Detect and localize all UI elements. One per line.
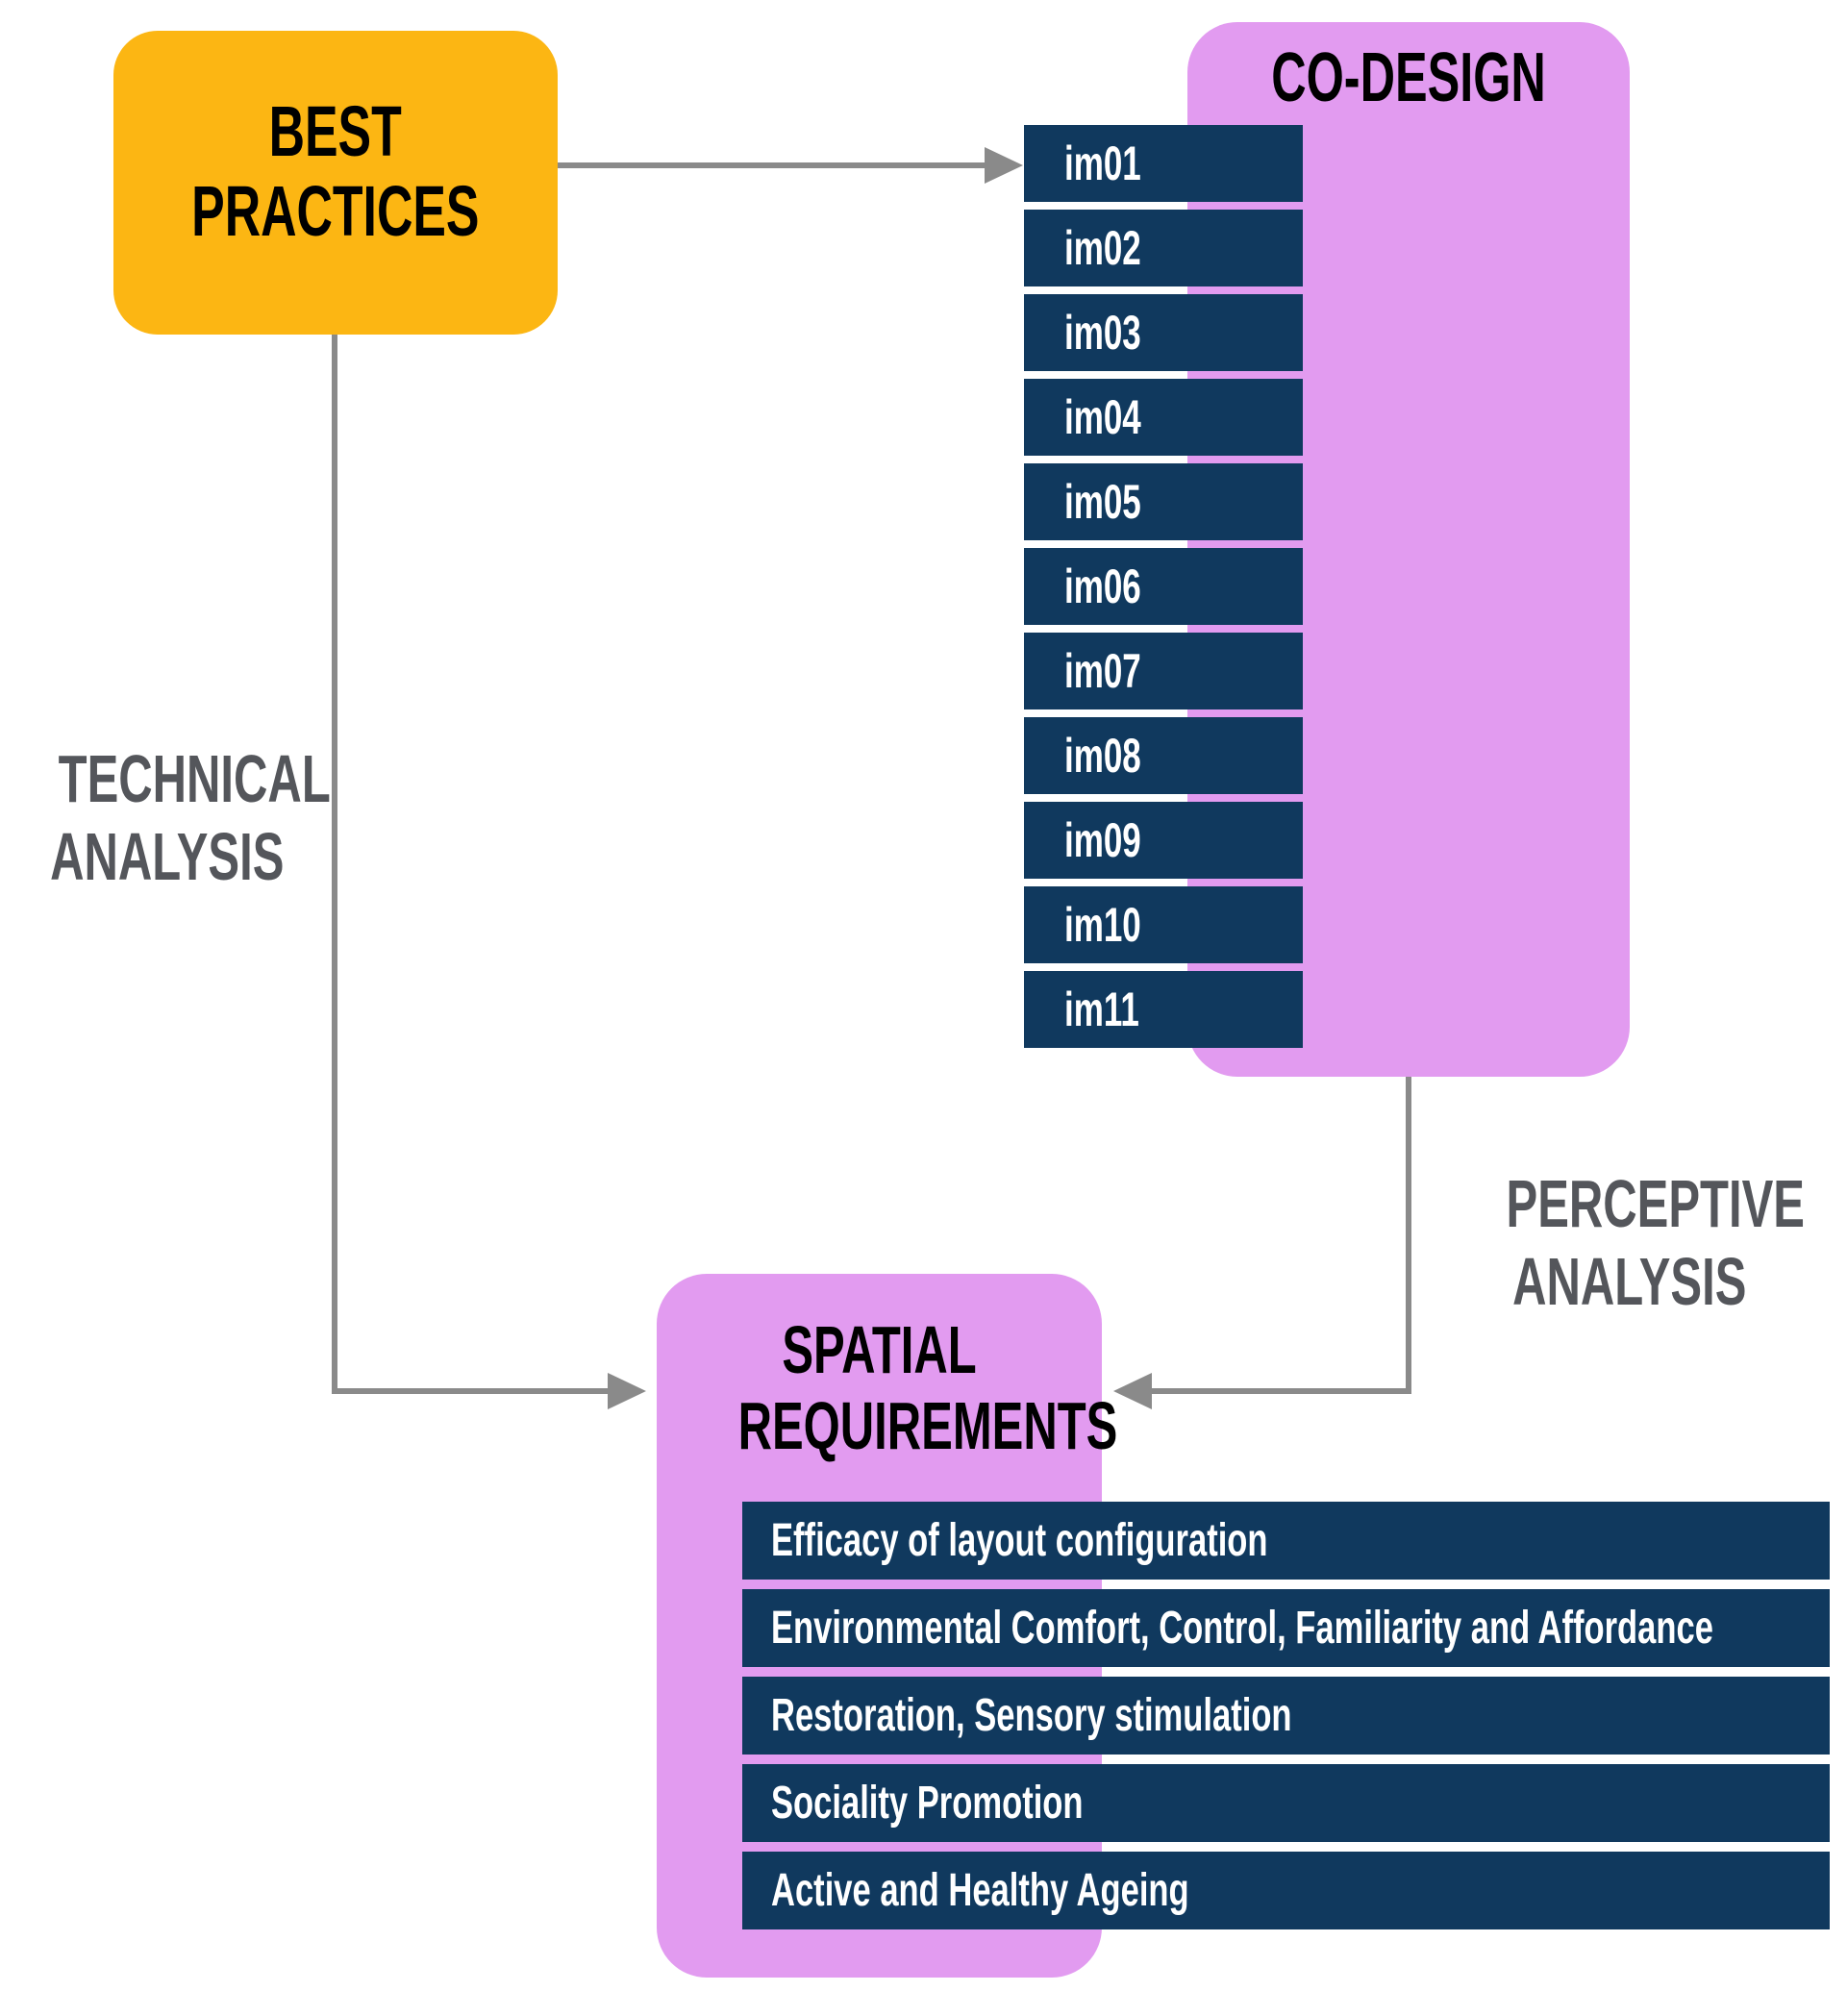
arrow-best-to-codesign-line xyxy=(558,162,986,168)
requirement-label: Environmental Comfort, Control, Familiar… xyxy=(771,1603,1713,1654)
edge-label-perceptive-analysis: PERCEPTIVE ANALYSIS xyxy=(1442,1165,1817,1320)
list-item: Active and Healthy Ageing xyxy=(742,1852,1830,1929)
spatial-title-line2: REQUIREMENTS xyxy=(737,1388,1118,1464)
image-label: im01 xyxy=(1064,137,1141,190)
arrow-right-icon xyxy=(608,1373,646,1409)
arrow-right-icon xyxy=(985,147,1023,184)
edge-label-technical-analysis: TECHNICAL ANALYSIS xyxy=(0,740,331,895)
list-item: im10 xyxy=(1024,886,1303,963)
requirement-label: Sociality Promotion xyxy=(771,1778,1084,1829)
list-item: Sociality Promotion xyxy=(742,1764,1830,1842)
perceptive-label-line1: PERCEPTIVE xyxy=(1506,1166,1805,1241)
image-label: im08 xyxy=(1064,729,1141,783)
requirement-label: Restoration, Sensory stimulation xyxy=(771,1690,1292,1741)
requirement-label: Efficacy of layout configuration xyxy=(771,1515,1268,1566)
arrow-codesign-to-spatial-hline xyxy=(1152,1388,1411,1394)
image-label: im05 xyxy=(1064,475,1141,529)
list-item: im05 xyxy=(1024,463,1303,540)
list-item: im03 xyxy=(1024,294,1303,371)
list-item: Efficacy of layout configuration xyxy=(742,1502,1830,1580)
list-item: im07 xyxy=(1024,633,1303,709)
technical-label-line2: ANALYSIS xyxy=(50,818,285,894)
image-label: im10 xyxy=(1064,898,1141,952)
arrow-codesign-to-spatial-vline xyxy=(1406,1077,1411,1394)
list-item: im11 xyxy=(1024,971,1303,1048)
best-practices-title-line2: PRACTICES xyxy=(191,171,480,251)
spatial-title-line1: SPATIAL xyxy=(782,1312,977,1387)
list-item: im06 xyxy=(1024,548,1303,625)
image-label: im03 xyxy=(1064,306,1141,360)
image-label: im11 xyxy=(1064,983,1139,1036)
list-item: im01 xyxy=(1024,125,1303,202)
image-label: im02 xyxy=(1064,221,1141,275)
list-item: im02 xyxy=(1024,210,1303,286)
arrow-best-to-spatial-vline xyxy=(332,335,337,1394)
requirement-label: Active and Healthy Ageing xyxy=(771,1865,1189,1916)
arrow-best-to-spatial-hline xyxy=(332,1388,609,1394)
image-label: im07 xyxy=(1064,644,1141,698)
image-label: im06 xyxy=(1064,560,1141,613)
list-item: Restoration, Sensory stimulation xyxy=(742,1677,1830,1755)
node-best-practices: BEST PRACTICES xyxy=(113,31,558,335)
perceptive-label-line2: ANALYSIS xyxy=(1512,1243,1747,1319)
co-design-image-list: im01 im02 im03 im04 im05 im06 im07 im08 … xyxy=(1024,125,1303,1056)
image-label: im09 xyxy=(1064,813,1141,867)
spatial-requirements-list: Efficacy of layout configuration Environ… xyxy=(742,1502,1830,1939)
best-practices-title-line1: BEST xyxy=(268,91,403,172)
technical-label-line1: TECHNICAL xyxy=(58,741,331,816)
list-item: im09 xyxy=(1024,802,1303,879)
arrow-left-icon xyxy=(1113,1373,1152,1409)
image-label: im04 xyxy=(1064,390,1141,444)
list-item: im08 xyxy=(1024,717,1303,794)
co-design-title: CO-DESIGN xyxy=(1271,39,1546,116)
list-item: Environmental Comfort, Control, Familiar… xyxy=(742,1589,1830,1667)
list-item: im04 xyxy=(1024,379,1303,456)
